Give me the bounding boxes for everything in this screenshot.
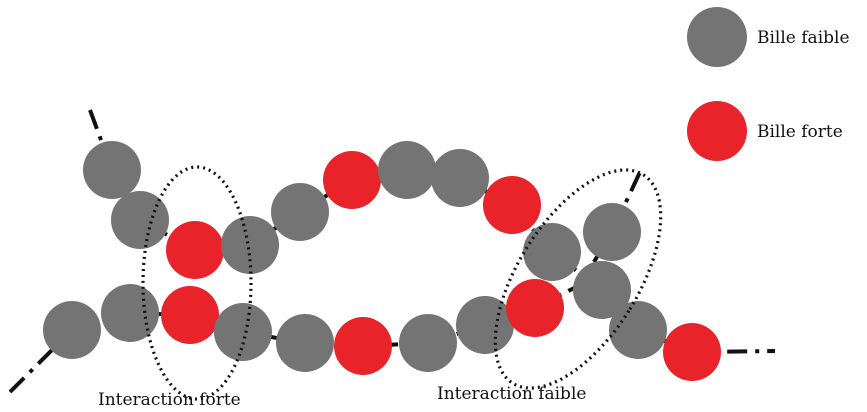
bead-strong	[334, 317, 392, 375]
bead-weak	[43, 301, 101, 359]
bead-strong	[323, 151, 381, 209]
weak-interaction-label: Interaction faible	[437, 384, 586, 404]
bead-weak	[399, 314, 457, 372]
weak-interaction-zone	[493, 168, 663, 390]
bead-weak	[609, 301, 667, 359]
polymer-chain	[8, 109, 776, 394]
bead-weak	[456, 296, 514, 354]
bead-weak	[271, 183, 329, 241]
bead-weak	[573, 261, 631, 319]
bead-strong	[506, 279, 564, 337]
bead-strong	[663, 323, 721, 381]
bead-weak	[523, 223, 581, 281]
bead-strong	[166, 221, 224, 279]
bead-weak	[214, 303, 272, 361]
legend: Bille faible Bille forte	[687, 7, 850, 161]
bead-strong	[483, 176, 541, 234]
legend-strong-bead-icon	[687, 101, 747, 161]
bead-weak	[221, 216, 279, 274]
strong-interaction-label: Interaction forte	[98, 390, 241, 410]
bead-weak	[378, 141, 436, 199]
bead-weak	[583, 203, 641, 261]
legend-strong-bead-label: Bille forte	[757, 122, 843, 142]
bead-weak	[276, 314, 334, 372]
bead-weak	[431, 149, 489, 207]
legend-weak-bead-label: Bille faible	[757, 28, 850, 48]
strong-interaction-zone	[141, 165, 253, 401]
legend-weak-bead-icon	[687, 7, 747, 67]
bead-weak	[83, 141, 141, 199]
bead-strong	[161, 286, 219, 344]
bead-weak	[111, 191, 169, 249]
bead-weak	[101, 284, 159, 342]
